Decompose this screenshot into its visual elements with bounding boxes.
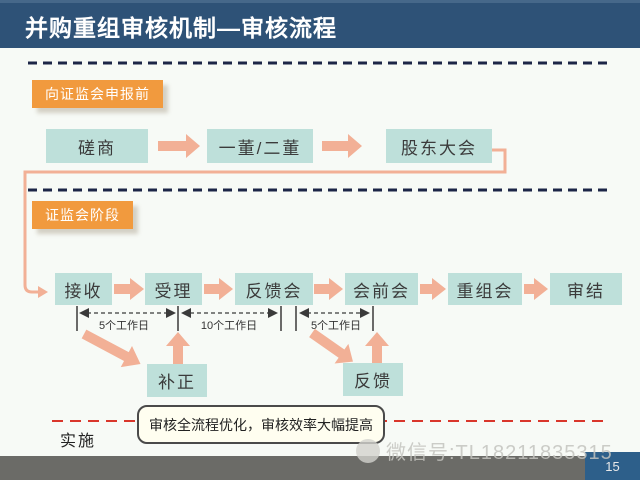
arrow-right-icon (420, 278, 446, 300)
page-number-badge: 15 (585, 452, 640, 480)
arrow-head-icon (38, 286, 48, 298)
summary-callout: 审核全流程优化，审核效率大幅提高 (137, 405, 385, 444)
flow-node-fankui: 反馈 (343, 363, 403, 396)
watermark: 微信号:TL18211835315 (356, 436, 613, 465)
arrow-right-icon (524, 278, 548, 300)
flow-node-jieshou: 接收 (55, 273, 112, 305)
flow-node-chongzuhui: 重组会 (448, 273, 522, 305)
arrow-head-icon (181, 308, 191, 318)
flow-node-cuoshang: 磋商 (46, 129, 148, 163)
arrow-right-icon (314, 278, 343, 300)
footer-bar (0, 456, 640, 480)
page-title: 并购重组审核机制—审核流程 (25, 15, 337, 41)
arrow-right-icon (158, 134, 200, 158)
slide-header-bar (0, 0, 640, 48)
duration-label-1: 5个工作日 (98, 320, 150, 332)
arrow-head-icon (79, 308, 89, 318)
flow-node-huiqianhui: 会前会 (345, 273, 418, 305)
watermark-text: 微信号:TL18211835315 (386, 442, 613, 464)
arrow-up-icon (365, 332, 389, 363)
stage-label-csrc: 证监会阶段 (32, 201, 133, 229)
implementation-label: 实施 (60, 433, 97, 450)
flow-node-gudongdahui: 股东大会 (386, 129, 492, 163)
arrow-right-icon (322, 134, 362, 158)
flow-node-shenjie: 审结 (550, 273, 622, 305)
arrow-right-icon (204, 278, 233, 300)
arrow-up-icon (166, 332, 190, 364)
duration-label-3: 5个工作日 (310, 320, 362, 332)
duration-label-2: 10个工作日 (200, 320, 258, 332)
arrow-head-icon (268, 308, 278, 318)
flow-node-buzheng: 补正 (147, 364, 207, 397)
flow-node-shouli: 受理 (145, 273, 202, 305)
arrow-head-icon (166, 308, 176, 318)
arrow-right-icon (114, 278, 144, 300)
flow-node-yidong-erdong: 一董/二董 (207, 129, 313, 163)
stage-label-pre-filing: 向证监会申报前 (32, 80, 163, 108)
flow-node-fankuihui: 反馈会 (235, 273, 313, 305)
watermark-logo-icon (356, 438, 380, 463)
